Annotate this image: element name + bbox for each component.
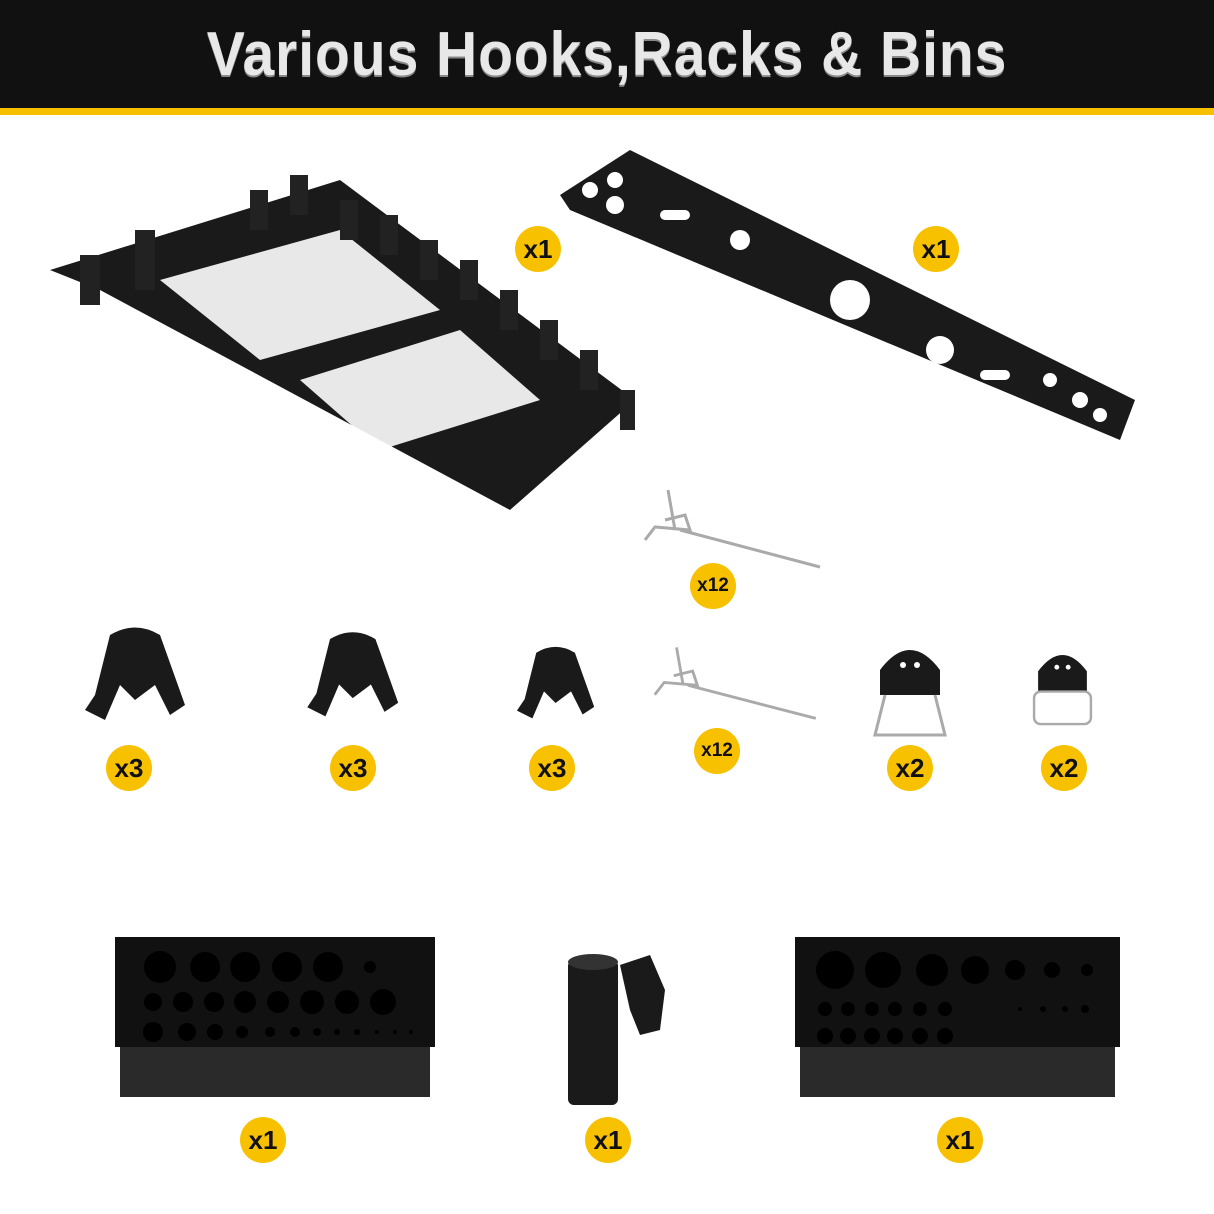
u-hook-holder-image bbox=[870, 635, 950, 745]
quantity-badge: x1 bbox=[937, 1117, 983, 1163]
peg-hook-image bbox=[640, 485, 830, 585]
clip-holder-image bbox=[300, 630, 410, 730]
wrench-rack-image bbox=[40, 160, 640, 520]
header-accent-stripe bbox=[0, 108, 1214, 115]
loop-hook-holder-image bbox=[1030, 635, 1095, 740]
quantity-badge: x2 bbox=[1041, 745, 1087, 791]
metal-tool-rack-image bbox=[560, 150, 1140, 450]
quantity-badge: x12 bbox=[694, 728, 740, 774]
clip-holder-image bbox=[510, 645, 605, 730]
quantity-badge: x3 bbox=[529, 745, 575, 791]
quantity-badge: x3 bbox=[330, 745, 376, 791]
quantity-badge: x1 bbox=[515, 226, 561, 272]
cup-holder-image bbox=[560, 950, 670, 1110]
quantity-badge: x2 bbox=[887, 745, 933, 791]
page-title: Various Hooks,Racks & Bins bbox=[206, 19, 1008, 89]
peg-hook-image bbox=[650, 640, 830, 740]
header-bar bbox=[0, 0, 1214, 108]
bit-bin-image bbox=[795, 937, 1120, 1097]
quantity-badge: x1 bbox=[913, 226, 959, 272]
bit-bin-image bbox=[115, 937, 435, 1097]
quantity-badge: x1 bbox=[240, 1117, 286, 1163]
quantity-badge: x3 bbox=[106, 745, 152, 791]
quantity-badge: x1 bbox=[585, 1117, 631, 1163]
quantity-badge: x12 bbox=[690, 563, 736, 609]
clip-holder-image bbox=[80, 625, 195, 735]
